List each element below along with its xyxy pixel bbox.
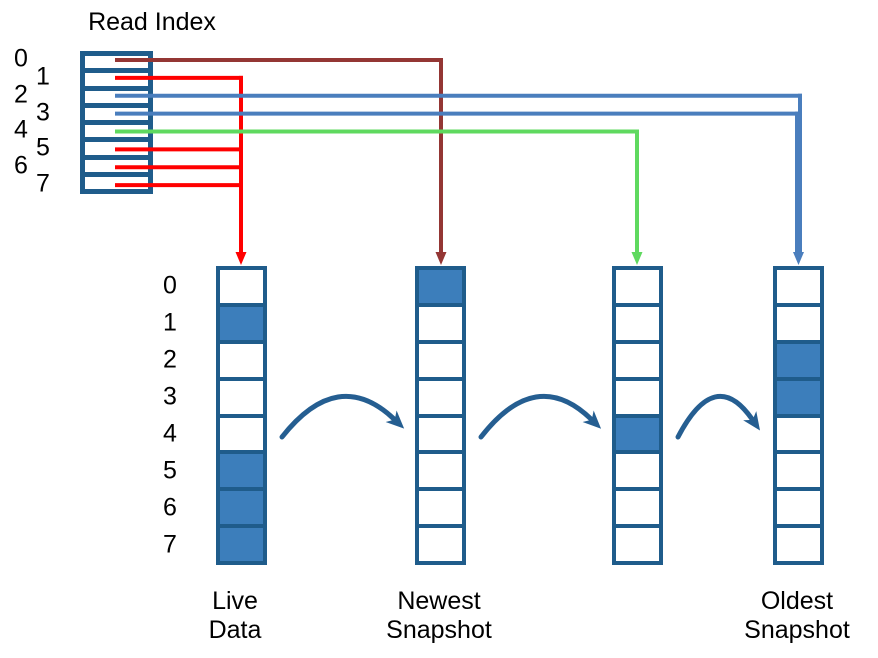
buffer-caption-newest-snapshot: Newest Snapshot [386,587,492,644]
connector-arrowhead-live-data [235,252,247,265]
read-index-row [85,107,148,125]
buffer-cell [220,343,263,381]
buffer-cell [777,380,820,418]
buffer-row-label: 2 [163,345,177,374]
flow-arrow-newest-snapshot-to-middle-snapshot [478,393,602,440]
buffer-cell [419,343,462,381]
buffer-cell [220,417,263,455]
read-index-row-label: 4 [14,115,28,144]
buffer-cell [616,491,659,529]
buffer-cell [419,380,462,418]
buffer-cell [777,454,820,492]
buffer-row-label: 5 [163,456,177,485]
buffer-cell [616,270,659,307]
buffer-cell [220,491,263,529]
buffer-cell [419,270,462,307]
buffer-cell [777,417,820,455]
buffer-cell [616,380,659,418]
connector-arrowhead-newest-snapshot [435,252,447,265]
buffer-column-oldest-snapshot [773,266,824,565]
read-index-row [85,176,148,189]
flow-arrow-middle-snapshot-to-oldest-snapshot [675,393,761,440]
read-index-row-label: 3 [36,98,50,127]
buffer-cell [220,380,263,418]
read-index-row-label: 6 [14,151,28,180]
buffer-cell [220,528,263,561]
read-index-row [85,142,148,160]
buffer-cell [220,454,263,492]
read-index-title: Read Index [88,8,216,36]
buffer-row-label: 1 [163,308,177,337]
read-index-row-label: 2 [14,80,28,109]
buffer-row-label: 3 [163,382,177,411]
buffer-cell [777,528,820,561]
read-index-row-label: 0 [14,44,28,73]
buffer-column-live-data [216,266,267,565]
buffer-cell [777,306,820,344]
buffer-cell [777,491,820,529]
buffer-row-label: 7 [163,530,177,559]
buffer-cell [616,306,659,344]
flow-arrow-live-data-to-newest-snapshot [279,393,405,440]
buffer-cell [419,528,462,561]
connector-arrowhead-middle-snapshot [631,252,643,265]
buffer-cell [616,454,659,492]
buffer-cell [616,343,659,381]
buffer-cell [220,306,263,344]
buffer-cell [616,417,659,455]
read-index-row [85,125,148,143]
buffer-caption-oldest-snapshot: Oldest Snapshot [744,587,850,644]
read-index-row [85,90,148,108]
connector-arrowhead-oldest-snapshot [793,252,804,265]
buffer-cell [220,270,263,307]
buffer-row-label: 4 [163,419,177,448]
read-index-row-label: 1 [36,62,50,91]
buffer-row-label: 6 [163,493,177,522]
buffer-row-label: 0 [163,271,177,300]
read-index-row-label: 7 [36,169,50,198]
buffer-cell [777,270,820,307]
buffer-column-newest-snapshot [415,266,466,565]
read-index-row [85,159,148,177]
buffer-cell [419,491,462,529]
buffer-cell [419,454,462,492]
read-index-row [85,73,148,91]
buffer-cell [419,417,462,455]
read-index-box [80,51,153,194]
buffer-column-middle-snapshot [612,266,663,565]
buffer-cell [777,343,820,381]
read-index-row-label: 5 [36,133,50,162]
read-index-row [85,56,148,74]
buffer-cell [616,528,659,561]
buffer-caption-live-data: Live Data [208,587,262,644]
buffer-cell [419,306,462,344]
